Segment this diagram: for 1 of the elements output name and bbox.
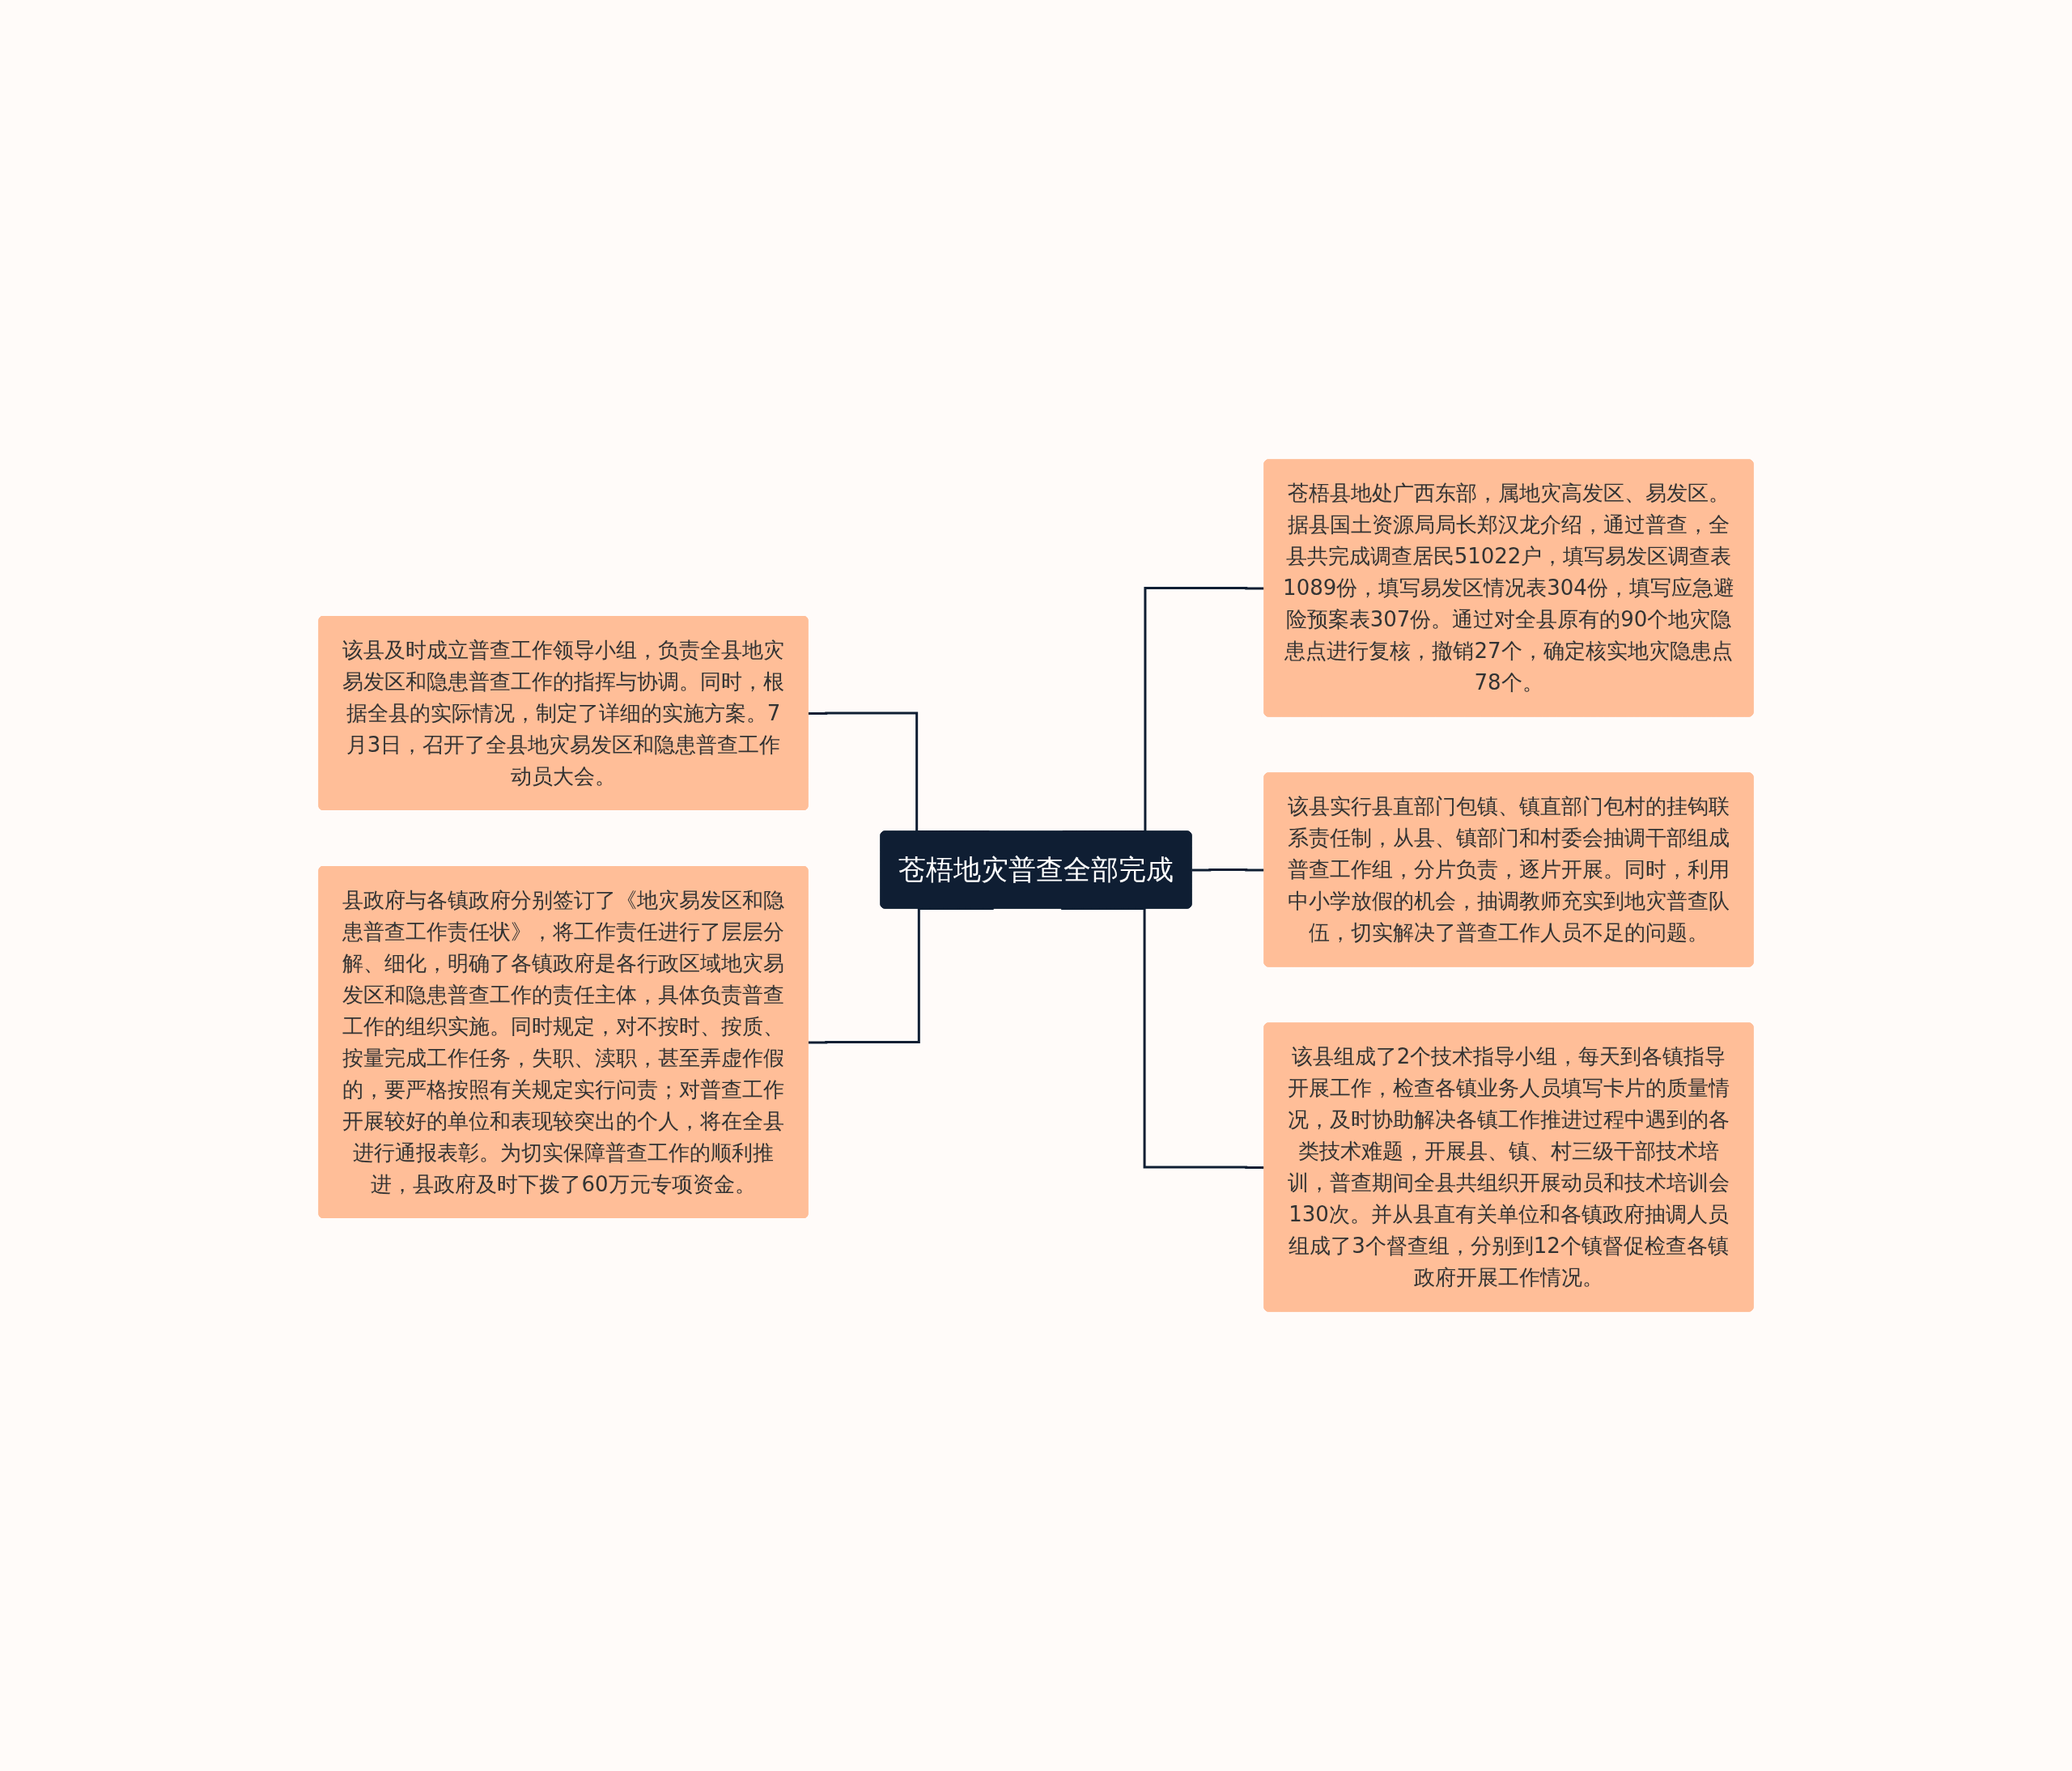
connector xyxy=(1191,869,1265,872)
